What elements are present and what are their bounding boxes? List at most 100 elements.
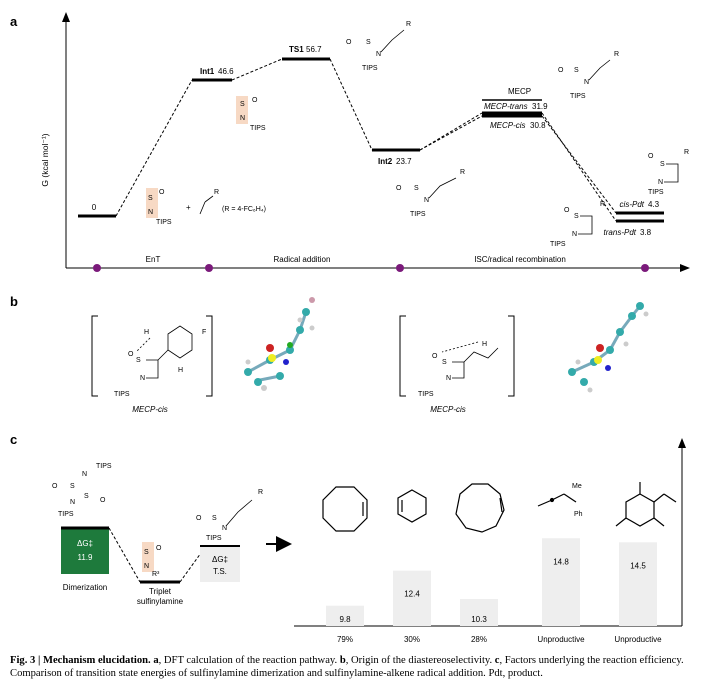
triplet-label-2: sulfinylamine bbox=[137, 597, 184, 606]
bar bbox=[619, 542, 657, 626]
svg-text:R: R bbox=[614, 51, 619, 58]
svg-text:O: O bbox=[346, 39, 352, 46]
bar-outcome-label: Unproductive bbox=[614, 635, 662, 644]
svg-text:TIPS: TIPS bbox=[362, 65, 378, 72]
bar-value-label: 10.3 bbox=[471, 615, 487, 624]
svg-text:S: S bbox=[660, 161, 665, 168]
level-0-value: 0 bbox=[92, 203, 97, 212]
svg-text:O: O bbox=[396, 185, 402, 192]
bracket-1 bbox=[91, 315, 213, 397]
structure-alkene: R bbox=[199, 189, 219, 215]
svg-text:N: N bbox=[240, 115, 245, 122]
stage-marker bbox=[93, 264, 101, 272]
svg-text:S: S bbox=[212, 515, 217, 522]
svg-text:R: R bbox=[214, 189, 219, 196]
3d-model-1 bbox=[244, 297, 315, 391]
structure-int2: O S N TIPS R bbox=[396, 169, 465, 218]
svg-text:S: S bbox=[136, 357, 141, 364]
svg-text:TIPS: TIPS bbox=[410, 211, 426, 218]
svg-text:N: N bbox=[572, 231, 577, 238]
svg-text:S: S bbox=[366, 39, 371, 46]
r-group-note: (R = 4-FC₆H₄) bbox=[222, 206, 266, 213]
pathway-connectors bbox=[115, 58, 617, 222]
svg-text:R: R bbox=[684, 149, 689, 156]
svg-text:O: O bbox=[128, 351, 134, 358]
plus-sign: + bbox=[186, 203, 191, 212]
mecp-trans-name: MECP-trans bbox=[484, 102, 528, 111]
mecp-cis-label-2: MECP-cis bbox=[430, 405, 466, 414]
svg-text:S: S bbox=[574, 67, 579, 74]
svg-text:TIPS: TIPS bbox=[250, 125, 266, 132]
svg-text:H: H bbox=[144, 329, 149, 336]
bracket-2 bbox=[399, 315, 515, 397]
svg-text:N: N bbox=[658, 179, 663, 186]
svg-text:O: O bbox=[156, 545, 162, 552]
mecp-cis-name: MECP-cis bbox=[490, 121, 526, 130]
x-axis-arrow bbox=[680, 264, 690, 272]
caption-b: b bbox=[339, 655, 346, 666]
svg-text:S: S bbox=[442, 359, 447, 366]
dimerization-bar bbox=[61, 528, 109, 574]
svg-text:H: H bbox=[482, 341, 487, 348]
svg-text:O: O bbox=[432, 353, 438, 360]
dimerization-value: 11.9 bbox=[78, 553, 94, 562]
dimerization-dg: ΔG‡ bbox=[77, 539, 93, 548]
svg-text:Me: Me bbox=[572, 483, 582, 490]
svg-text:TIPS: TIPS bbox=[206, 535, 222, 542]
ts-bar bbox=[200, 546, 240, 582]
substrate-mesityl-alkene bbox=[615, 482, 677, 527]
triplet-label-1: Triplet bbox=[149, 587, 172, 596]
svg-text:N: N bbox=[82, 471, 87, 478]
figure-caption: Fig. 3 | Mechanism elucidation. a, DFT c… bbox=[10, 654, 694, 680]
svg-text:N: N bbox=[446, 375, 451, 382]
svg-text:O: O bbox=[558, 67, 564, 74]
svg-text:O: O bbox=[564, 207, 570, 214]
stage-ent: EnT bbox=[146, 255, 161, 264]
svg-text:TIPS: TIPS bbox=[96, 463, 112, 470]
svg-text:N: N bbox=[424, 197, 429, 204]
svg-text:O: O bbox=[252, 97, 258, 104]
svg-text:N: N bbox=[144, 563, 149, 570]
bar-outcome-label: 79% bbox=[337, 635, 353, 644]
svg-text:N: N bbox=[148, 209, 153, 216]
mecp-cis-label-1: MECP-cis bbox=[132, 405, 168, 414]
y-axis-label: G (kcal mol⁻¹) bbox=[40, 133, 50, 186]
svg-text:N: N bbox=[70, 499, 75, 506]
bar-value-label: 12.4 bbox=[404, 590, 420, 599]
svg-text:O: O bbox=[52, 483, 58, 490]
caption-b-text: , Origin of the diastereoselectivity. bbox=[345, 655, 493, 666]
svg-text:TIPS: TIPS bbox=[550, 241, 566, 248]
stage-isc: ISC/radical recombination bbox=[474, 255, 566, 264]
stage-marker bbox=[205, 264, 213, 272]
substrate-cyclohexene bbox=[397, 489, 427, 523]
svg-text:R: R bbox=[600, 201, 605, 208]
bar bbox=[542, 538, 580, 626]
svg-text:R³: R³ bbox=[152, 571, 160, 578]
svg-text:H: H bbox=[178, 367, 183, 374]
stage-marker bbox=[641, 264, 649, 272]
svg-text:O: O bbox=[648, 153, 654, 160]
stage-marker bbox=[396, 264, 404, 272]
bar bbox=[326, 605, 364, 626]
y-axis-arrow bbox=[62, 12, 70, 22]
svg-text:N: N bbox=[140, 375, 145, 382]
svg-text:N: N bbox=[222, 525, 227, 532]
bar-value-label: 9.8 bbox=[339, 615, 351, 624]
svg-text:TIPS: TIPS bbox=[570, 93, 586, 100]
bar bbox=[460, 599, 498, 626]
svg-text:N: N bbox=[376, 51, 381, 58]
substrate-cyclononene bbox=[455, 483, 505, 533]
svg-text:S: S bbox=[414, 185, 419, 192]
substrate-cyclooctene bbox=[322, 486, 368, 532]
int2-value: 23.7 bbox=[396, 157, 412, 166]
svg-text:F: F bbox=[202, 329, 206, 336]
caption-c-text: , Factors underlying the reaction effici… bbox=[10, 655, 684, 679]
stage-radical-addition: Radical addition bbox=[274, 255, 331, 264]
svg-text:R: R bbox=[460, 169, 465, 176]
structure-sulfinylamine-start: S O N TIPS bbox=[146, 188, 172, 226]
ts-label: T.S. bbox=[213, 567, 227, 576]
